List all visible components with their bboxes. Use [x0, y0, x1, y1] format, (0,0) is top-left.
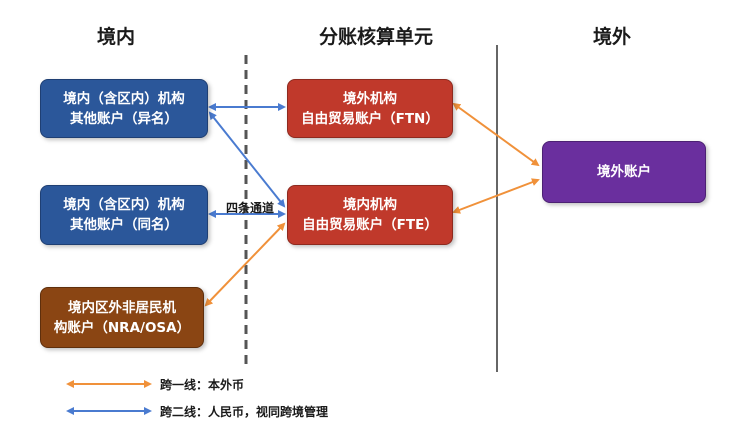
box-line: 境外账户: [597, 164, 651, 180]
arrow-diffname-fte: [208, 111, 286, 208]
channel-label: 四条通道: [226, 201, 275, 215]
box-line: 自由贸易账户（FTE）: [302, 217, 438, 233]
box-domestic-other-diff-name: 境内（含区内）机构 其他账户（异名）: [40, 79, 208, 138]
box-line: 境内机构: [343, 197, 397, 213]
arrow-ftn-overseas: [452, 102, 540, 167]
header-accounting-unit: 分账核算单元: [318, 26, 434, 48]
header-domestic: 境内: [96, 26, 136, 48]
legend-cross-first-line: 跨一线：本外币: [160, 378, 245, 392]
box-line: 构账户（NRA/OSA）: [53, 319, 191, 336]
box-overseas-account: 境外账户: [542, 141, 706, 203]
box-ftn: 境外机构 自由贸易账户（FTN）: [287, 79, 453, 138]
arrow-fte-overseas: [452, 178, 540, 214]
box-nra-osa: 境内区外非居民机 构账户（NRA/OSA）: [40, 287, 204, 348]
box-domestic-other-same-name: 境内（含区内）机构 其他账户（同名）: [40, 185, 208, 245]
box-line: 境内（含区内）机构: [63, 90, 185, 107]
box-fte: 境内机构 自由贸易账户（FTE）: [287, 185, 453, 245]
box-line: 境内（含区内）机构: [63, 197, 185, 213]
box-line: 自由贸易账户（FTN）: [301, 110, 439, 127]
header-overseas: 境外: [592, 26, 632, 48]
box-line: 其他账户（同名）: [70, 217, 178, 233]
arrow-nra-fte: [204, 222, 286, 307]
box-line: 境外机构: [343, 90, 397, 107]
box-line: 其他账户（异名）: [70, 110, 178, 127]
legend-cross-second-line: 跨二线：人民币，视同跨境管理: [160, 405, 329, 419]
box-line: 境内区外非居民机: [68, 299, 176, 316]
